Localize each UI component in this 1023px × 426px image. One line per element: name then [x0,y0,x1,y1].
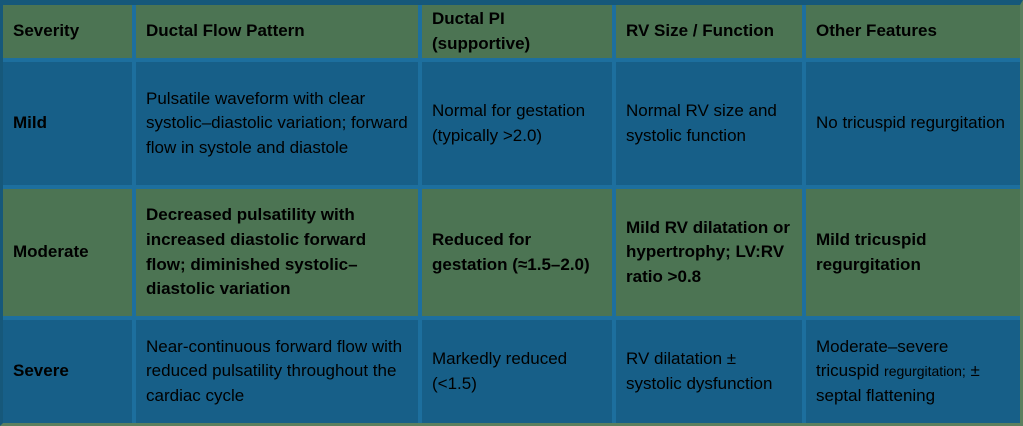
mild-ductal-pi-text: Normal for gestation (typically >2.0) [432,100,586,145]
cell-moderate-flow-pattern: Decreased pulsatility with increased dia… [136,189,418,316]
header-label-other-features: Other Features [816,21,937,41]
severe-rv-size-function-text: RV dilatation ± systolic dysfunction [626,348,773,393]
cell-mild-ductal-pi: Normal for gestation (typically >2.0) [422,62,612,185]
severe-other-features-text: Moderate–severe tricuspid regurgitation;… [816,335,1010,409]
header-label-ductal-pi: Ductal PI (supportive) [432,8,531,53]
cell-severe-flow-pattern: Near-continuous forward flow with reduce… [136,320,418,423]
cell-moderate-severity: Moderate [3,189,132,316]
mild-flow-pattern-text: Pulsatile waveform with clear systolic–d… [146,88,408,157]
severe-other-small-text: regurgitation; [884,363,966,380]
cell-moderate-other-features: Mild tricuspid regurgitation [806,189,1020,316]
moderate-other-features-text: Mild tricuspid regurgitation [816,229,927,274]
mild-rv-size-function-text: Normal RV size and systolic function [626,100,777,145]
header-cell-ductal-flow-pattern: Ductal Flow Pattern [136,5,418,58]
severe-ductal-pi-text: Markedly reduced (<1.5) [432,348,568,393]
cell-severe-other-features: Moderate–severe tricuspid regurgitation;… [806,320,1020,423]
header-label-ductal-flow-pattern: Ductal Flow Pattern [146,21,305,41]
severe-other-rest-text: ± septal flattening [816,361,980,405]
severity-label-mild: Mild [13,113,47,133]
severe-other-main-text: Moderate–severe tricuspid [816,336,949,381]
severity-label-severe: Severe [13,361,69,381]
cell-severe-rv-size-function: RV dilatation ± systolic dysfunction [616,320,802,423]
moderate-ductal-pi-text: Reduced for gestation (≈1.5–2.0) [432,229,590,274]
header-label-severity: Severity [13,21,80,41]
severity-label-moderate: Moderate [13,242,89,262]
header-label-rv-size-function: RV Size / Function [626,21,774,41]
cell-mild-severity: Mild [3,62,132,185]
header-cell-ductal-pi: Ductal PI (supportive) [422,5,612,58]
moderate-flow-pattern-text: Decreased pulsatility with increased dia… [146,205,367,299]
cell-moderate-ductal-pi: Reduced for gestation (≈1.5–2.0) [422,189,612,316]
moderate-rv-size-function-text: Mild RV dilatation or hypertrophy; LV:RV… [626,217,791,286]
header-cell-other-features: Other Features [806,5,1020,58]
cell-severe-severity: Severe [3,320,132,423]
cell-severe-ductal-pi: Markedly reduced (<1.5) [422,320,612,423]
cell-mild-rv-size-function: Normal RV size and systolic function [616,62,802,185]
header-cell-severity: Severity [3,5,132,58]
mild-other-features-text: No tricuspid regurgitation [816,113,1005,133]
cell-mild-flow-pattern: Pulsatile waveform with clear systolic–d… [136,62,418,185]
cell-mild-other-features: No tricuspid regurgitation [806,62,1020,185]
cell-moderate-rv-size-function: Mild RV dilatation or hypertrophy; LV:RV… [616,189,802,316]
header-cell-rv-size-function: RV Size / Function [616,5,802,58]
severe-flow-pattern-text: Near-continuous forward flow with reduce… [146,336,403,405]
